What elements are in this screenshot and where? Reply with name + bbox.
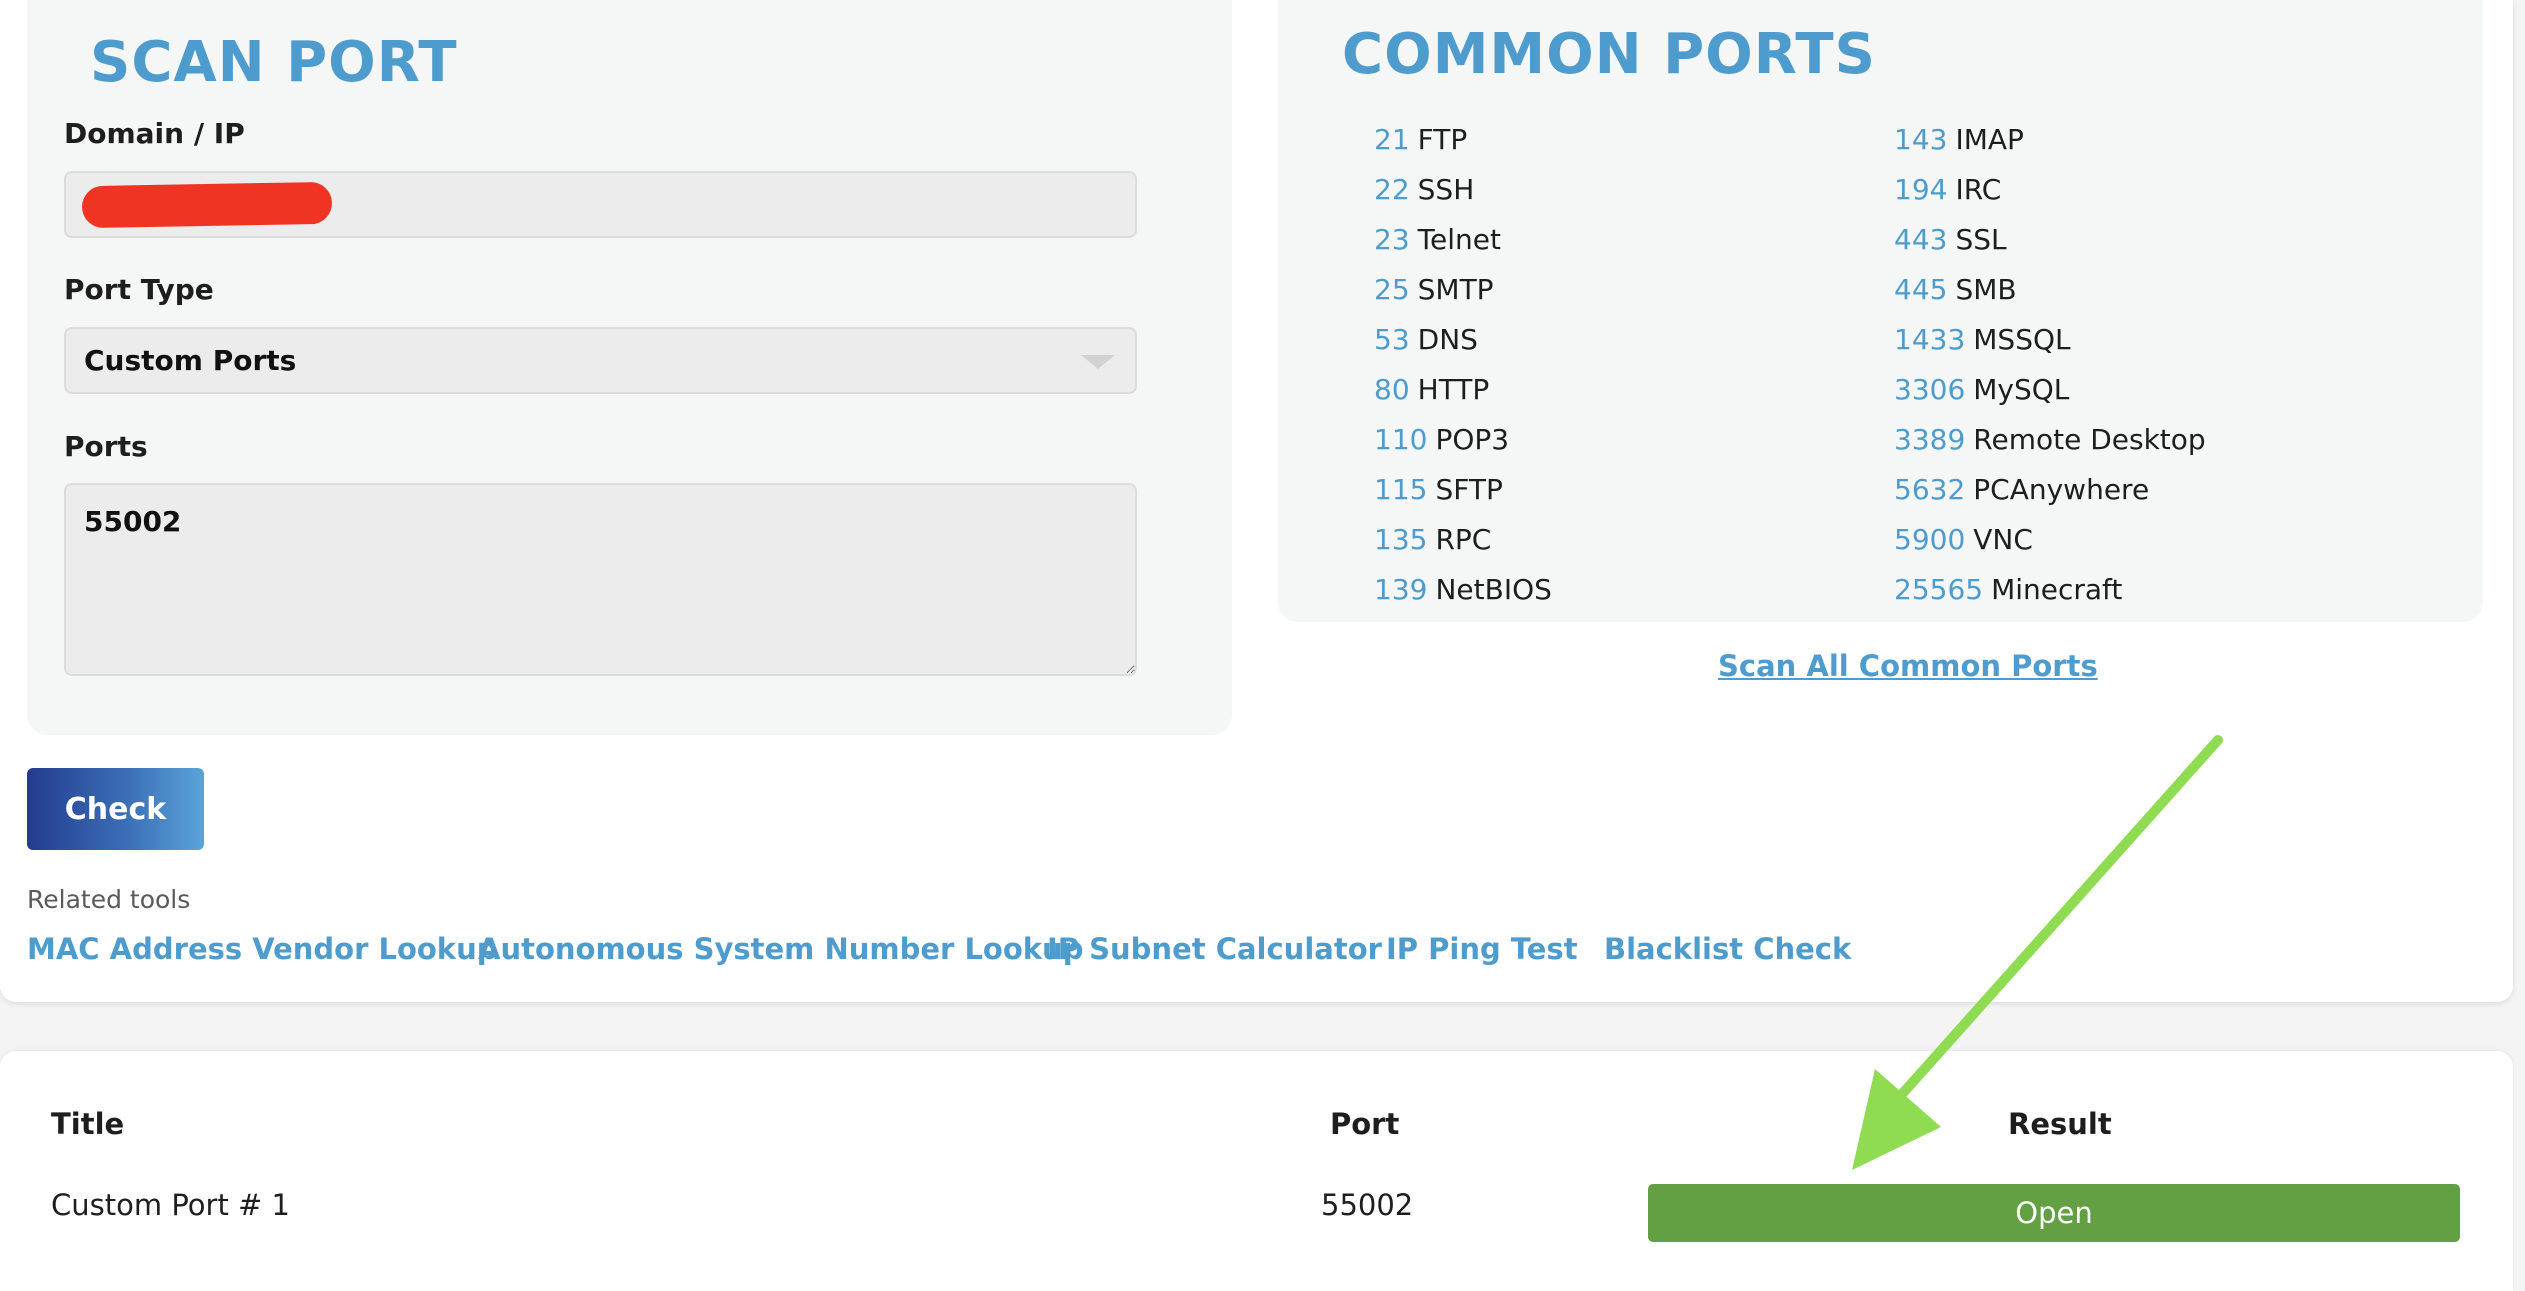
port-name: DNS	[1417, 323, 1478, 356]
column-header-title: Title	[51, 1107, 125, 1141]
port-name: POP3	[1435, 423, 1510, 456]
port-number: 135	[1374, 523, 1428, 556]
port-name: Minecraft	[1991, 573, 2123, 606]
port-name: PCAnywhere	[1973, 473, 2150, 506]
port-number: 23	[1374, 223, 1410, 256]
port-number: 443	[1894, 223, 1948, 256]
port-number: 53	[1374, 323, 1410, 356]
scan-all-common-ports-link[interactable]: Scan All Common Ports	[1718, 649, 2098, 683]
open-status-label: Open	[2015, 1196, 2093, 1230]
port-type-select[interactable]: Custom Ports	[64, 327, 1137, 394]
port-name: FTP	[1417, 123, 1468, 156]
port-type-label: Port Type	[64, 273, 214, 306]
port-number: 21	[1374, 123, 1410, 156]
check-button[interactable]: Check	[27, 768, 204, 850]
related-tools-label: Related tools	[27, 885, 191, 914]
port-name: IMAP	[1955, 123, 2024, 156]
port-number: 25	[1374, 273, 1410, 306]
port-number: 3389	[1894, 423, 1966, 456]
port-name: SSL	[1955, 223, 2007, 256]
port-name: SSH	[1417, 173, 1475, 206]
scan-port-heading: SCAN PORT	[90, 30, 458, 95]
results-card	[0, 1051, 2513, 1291]
port-name: NetBIOS	[1435, 573, 1552, 606]
redaction-mark	[81, 181, 333, 229]
column-header-result: Result	[2008, 1107, 2112, 1141]
domain-label: Domain / IP	[64, 117, 245, 150]
port-number: 25565	[1894, 573, 1984, 606]
port-name: Telnet	[1417, 223, 1501, 256]
port-name: SFTP	[1435, 473, 1503, 506]
port-name: MySQL	[1973, 373, 2070, 406]
ip-subnet-calculator-link[interactable]: IP Subnet Calculator	[1047, 932, 1382, 966]
common-ports-panel	[1278, 0, 2483, 622]
mac-address-vendor-lookup-link[interactable]: MAC Address Vendor Lookup	[27, 932, 498, 966]
port-number: 445	[1894, 273, 1948, 306]
port-name: RPC	[1435, 523, 1492, 556]
ip-ping-test-link[interactable]: IP Ping Test	[1386, 932, 1578, 966]
port-number: 143	[1894, 123, 1948, 156]
port-name: SMTP	[1417, 273, 1494, 306]
port-name: SMB	[1955, 273, 2017, 306]
chevron-down-icon	[1081, 355, 1115, 369]
port-number: 194	[1894, 173, 1948, 206]
domain-ip-input[interactable]	[64, 171, 1137, 238]
port-name: MSSQL	[1973, 323, 2071, 356]
port-number: 115	[1374, 473, 1428, 506]
ports-label: Ports	[64, 430, 148, 463]
row-port-cell: 55002	[1321, 1188, 1414, 1222]
port-number: 5900	[1894, 523, 1966, 556]
port-number: 3306	[1894, 373, 1966, 406]
port-number: 5632	[1894, 473, 1966, 506]
port-type-value: Custom Ports	[84, 344, 297, 377]
port-number: 80	[1374, 373, 1410, 406]
port-number: 139	[1374, 573, 1428, 606]
common-ports-heading: COMMON PORTS	[1342, 22, 1876, 87]
port-name: VNC	[1973, 523, 2033, 556]
port-name: Remote Desktop	[1973, 423, 2206, 456]
port-number: 22	[1374, 173, 1410, 206]
port-name: IRC	[1955, 173, 2002, 206]
ports-textarea[interactable]: 55002	[64, 483, 1137, 676]
column-header-port: Port	[1330, 1107, 1400, 1141]
row-title-cell: Custom Port # 1	[51, 1188, 290, 1222]
port-number: 1433	[1894, 323, 1966, 356]
asn-lookup-link[interactable]: Autonomous System Number Lookup	[478, 932, 1084, 966]
open-status-badge: Open	[1648, 1184, 2460, 1242]
blacklist-check-link[interactable]: Blacklist Check	[1604, 932, 1852, 966]
port-name: HTTP	[1417, 373, 1490, 406]
port-number: 110	[1374, 423, 1428, 456]
